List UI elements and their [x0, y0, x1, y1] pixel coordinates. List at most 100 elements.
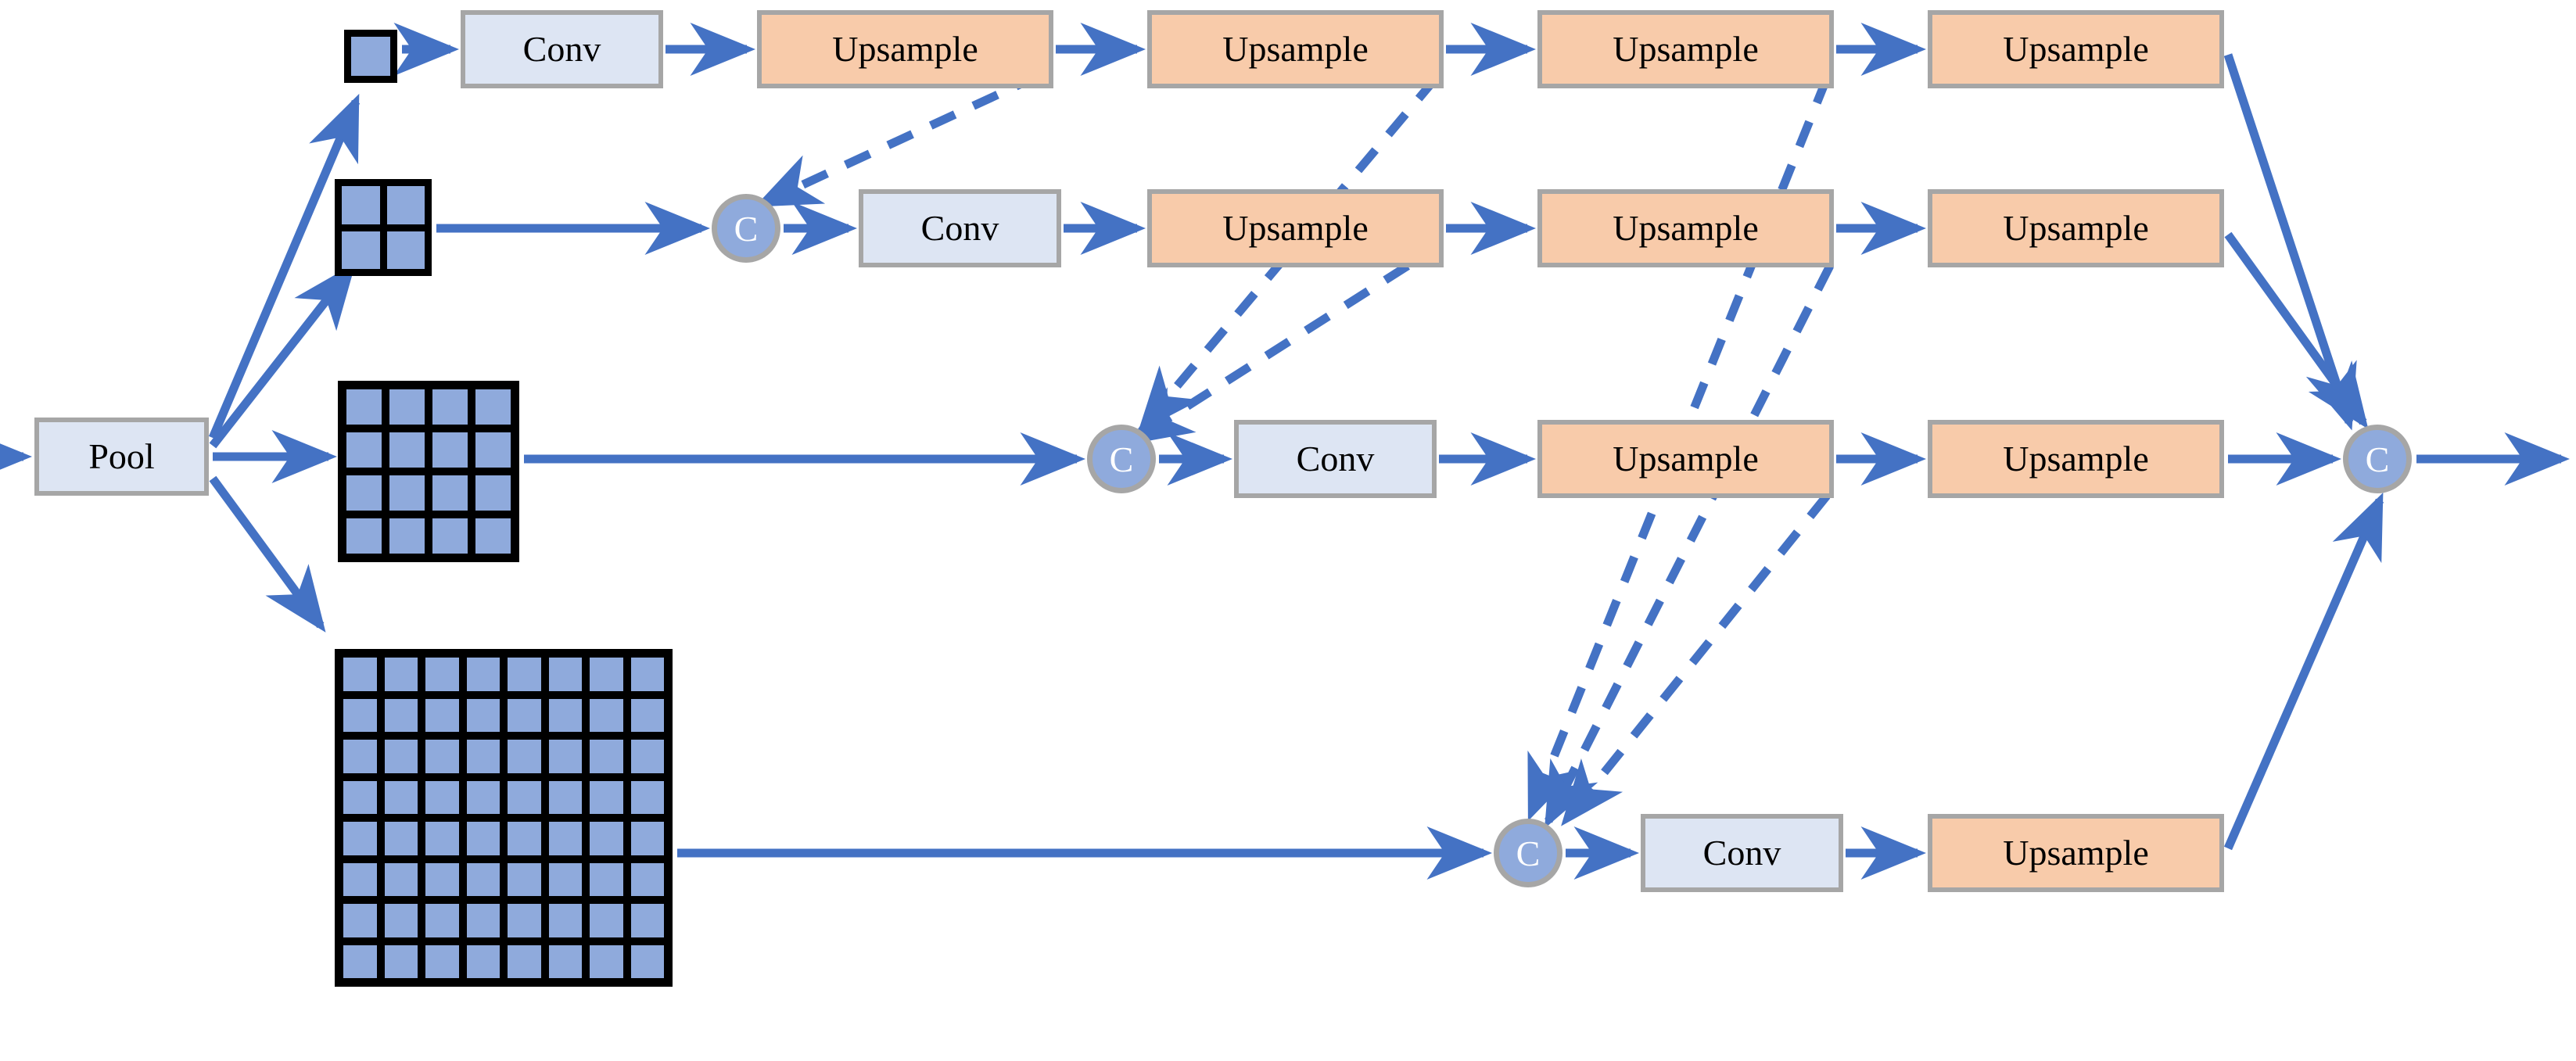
edge-up41-concatout	[2223, 492, 2384, 851]
grid-cell	[343, 780, 377, 814]
conv-block-row2[interactable]: Conv	[859, 189, 1061, 267]
upsample-block-row3-2[interactable]: Upsample	[1928, 420, 2224, 498]
grid-cell	[508, 740, 541, 773]
grid-cell	[548, 904, 582, 937]
upsample-block-row3-1[interactable]: Upsample	[1537, 420, 1834, 498]
concat-node-row3[interactable]: C	[1087, 425, 1156, 493]
grid-cell	[475, 389, 511, 425]
conv-block-row1[interactable]: Conv	[461, 10, 663, 88]
grid-cell	[432, 518, 468, 554]
upsample-label: Upsample	[1613, 439, 1759, 479]
grid-cell	[384, 862, 418, 896]
concat-node-row4[interactable]: C	[1494, 819, 1562, 887]
pool-block[interactable]: Pool	[34, 418, 209, 496]
grid-cell	[548, 658, 582, 691]
grid-cell	[630, 658, 664, 691]
grid-cell	[384, 904, 418, 937]
edge-skip-up22-concat4	[1545, 263, 1834, 829]
grid-cell	[351, 37, 390, 76]
grid-cell	[386, 186, 425, 224]
grid-cell	[466, 945, 500, 978]
feature-map-4x4	[338, 381, 519, 562]
grid-cell	[425, 780, 459, 814]
upsample-label: Upsample	[2003, 439, 2149, 479]
grid-cell	[343, 698, 377, 732]
grid-cell	[590, 822, 623, 855]
grid-cell	[389, 432, 425, 468]
grid-cell	[384, 740, 418, 773]
grid-cell	[466, 740, 500, 773]
concat-label: C	[734, 208, 759, 249]
grid-cell	[630, 698, 664, 732]
grid-cell	[425, 658, 459, 691]
feature-map-2x2	[335, 179, 432, 276]
upsample-block-row2-2[interactable]: Upsample	[1537, 189, 1834, 267]
grid-cell	[630, 904, 664, 937]
upsample-block-row1-4[interactable]: Upsample	[1928, 10, 2224, 88]
grid-cell	[386, 231, 425, 269]
concat-label: C	[2365, 439, 2390, 479]
grid-cell	[466, 904, 500, 937]
grid-cell	[425, 904, 459, 937]
grid-cell	[466, 698, 500, 732]
upsample-label: Upsample	[1222, 208, 1369, 248]
grid-cell	[548, 740, 582, 773]
concat-label: C	[1109, 439, 1134, 479]
grid-cell	[466, 862, 500, 896]
feature-map-1x1	[344, 30, 397, 83]
grid-cell	[508, 780, 541, 814]
upsample-block-row1-1[interactable]: Upsample	[757, 10, 1053, 88]
grid-cell	[590, 698, 623, 732]
grid-cell	[425, 822, 459, 855]
edge-pool-map8	[209, 475, 326, 633]
upsample-label: Upsample	[2003, 833, 2149, 873]
conv-label: Conv	[522, 29, 601, 69]
grid-cell	[425, 698, 459, 732]
upsample-block-row2-1[interactable]: Upsample	[1147, 189, 1444, 267]
grid-cell	[384, 698, 418, 732]
pool-label: Pool	[88, 436, 155, 476]
edge-pool-map2	[209, 263, 356, 449]
grid-cell	[425, 862, 459, 896]
grid-cell	[346, 475, 382, 511]
grid-cell	[590, 780, 623, 814]
edge-up14-concatout	[2223, 53, 2357, 431]
grid-cell	[508, 862, 541, 896]
edge-skip-up31-concat4	[1561, 493, 1831, 826]
edge-skip-up11-concat2	[755, 71, 1042, 207]
feature-map-8x8	[335, 649, 673, 987]
grid-cell	[384, 780, 418, 814]
upsample-block-row1-2[interactable]: Upsample	[1147, 10, 1444, 88]
grid-cell	[343, 904, 377, 937]
grid-cell	[630, 862, 664, 896]
grid-cell	[343, 945, 377, 978]
grid-cell	[630, 945, 664, 978]
grid-cell	[342, 186, 380, 224]
conv-block-row3[interactable]: Conv	[1234, 420, 1437, 498]
grid-cell	[508, 904, 541, 937]
grid-cell	[425, 945, 459, 978]
conv-label: Conv	[1702, 833, 1781, 873]
grid-cell	[590, 945, 623, 978]
concat-node-row2[interactable]: C	[712, 194, 780, 263]
grid-cell	[346, 389, 382, 425]
upsample-label: Upsample	[1613, 208, 1759, 248]
grid-cell	[548, 698, 582, 732]
conv-block-row4[interactable]: Conv	[1641, 814, 1843, 892]
grid-cell	[384, 945, 418, 978]
grid-cell	[548, 780, 582, 814]
grid-cell	[590, 904, 623, 937]
grid-cell	[590, 740, 623, 773]
grid-cell	[508, 698, 541, 732]
grid-cell	[590, 862, 623, 896]
grid-cell	[425, 740, 459, 773]
concat-node-output[interactable]: C	[2343, 425, 2412, 493]
upsample-label: Upsample	[1222, 29, 1369, 69]
upsample-block-row1-3[interactable]: Upsample	[1537, 10, 1834, 88]
upsample-block-row2-3[interactable]: Upsample	[1928, 189, 2224, 267]
grid-cell	[432, 389, 468, 425]
upsample-block-row4-1[interactable]: Upsample	[1928, 814, 2224, 892]
grid-cell	[630, 822, 664, 855]
grid-cell	[389, 518, 425, 554]
